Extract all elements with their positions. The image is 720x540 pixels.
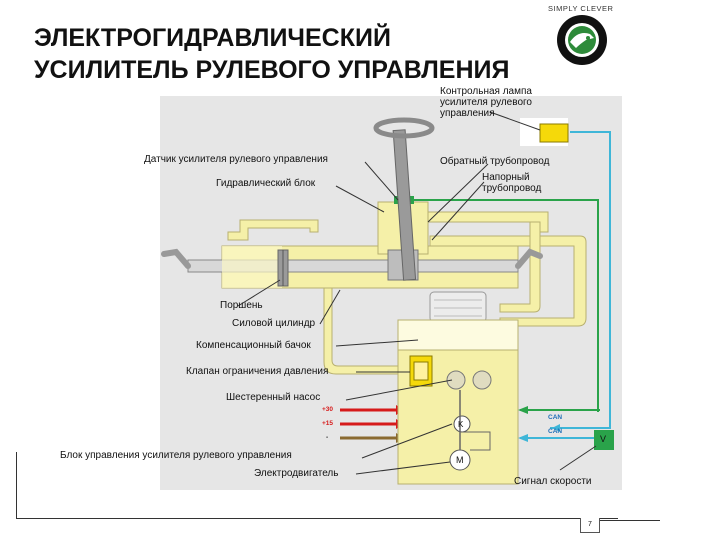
title-line-2: УСИЛИТЕЛЬ РУЛЕВОГО УПРАВЛЕНИЯ bbox=[34, 56, 510, 84]
speed-box-label: V bbox=[600, 434, 607, 444]
return-line-label: Обратный трубопровод bbox=[440, 156, 550, 167]
control-lamp-label: Контрольная лампа усилителя рулевого упр… bbox=[440, 86, 532, 119]
footer-rule-right bbox=[600, 520, 660, 521]
footer-rule-left bbox=[16, 452, 17, 518]
power-cylinder-label: Силовой цилиндр bbox=[232, 318, 316, 329]
gear-left bbox=[446, 370, 466, 390]
hydraulic-block-label: Гидравлический блок bbox=[216, 178, 316, 189]
steering-sensor-label: Датчик усилителя рулевого управления bbox=[144, 154, 328, 165]
tie-rod-right bbox=[515, 248, 543, 269]
page-number: 7 bbox=[580, 518, 600, 533]
sensor-wire bbox=[414, 199, 599, 412]
speed-signal-label: Сигнал скорости bbox=[514, 476, 592, 487]
return-pipe-down bbox=[499, 221, 541, 313]
steering-column bbox=[392, 129, 417, 281]
minus-label: - bbox=[326, 434, 329, 441]
reservoir-cap bbox=[429, 291, 487, 323]
footer-rule bbox=[16, 518, 618, 519]
pressure-line-label: Напорный трубопровод bbox=[482, 172, 542, 194]
leader-lines bbox=[237, 111, 541, 475]
reservoir-tank bbox=[397, 319, 519, 351]
gear-pump-label: Шестеренный насос bbox=[226, 392, 321, 403]
speed-sensor-box bbox=[594, 430, 614, 450]
plus30-label: +30 bbox=[322, 406, 334, 413]
cylinder-feed-pipe bbox=[227, 219, 319, 241]
relief-valve-label: Клапан ограничения давления bbox=[186, 366, 329, 377]
can2-label: CAN bbox=[548, 428, 563, 435]
motor-label: Электродвигатель bbox=[254, 468, 339, 479]
motor-symbol-label: M bbox=[456, 455, 464, 465]
skoda-logo-icon bbox=[557, 15, 607, 65]
tie-rod-left bbox=[161, 248, 191, 269]
can1-label: CAN bbox=[548, 414, 563, 421]
gear-right bbox=[472, 370, 492, 390]
reservoir-label: Компенсационный бачок bbox=[196, 340, 311, 351]
page-title: ЭЛЕКТРОГИДРАВЛИЧЕСКИЙ УСИЛИТЕЛЬ РУЛЕВОГО… bbox=[34, 22, 509, 86]
steering-wheel bbox=[373, 117, 435, 139]
brand-tagline: SIMPLY CLEVER bbox=[548, 4, 614, 13]
control-unit-label: Блок управления усилителя рулевого управ… bbox=[60, 450, 292, 461]
lamp-wire bbox=[550, 131, 611, 429]
title-line-1: ЭЛЕКТРОГИДРАВЛИЧЕСКИЙ bbox=[34, 24, 391, 52]
plus15-label: +15 bbox=[322, 420, 334, 427]
piston-label: Поршень bbox=[220, 300, 263, 311]
sensor-symbol-label: K bbox=[458, 420, 464, 429]
cylinder-shade bbox=[222, 246, 282, 288]
